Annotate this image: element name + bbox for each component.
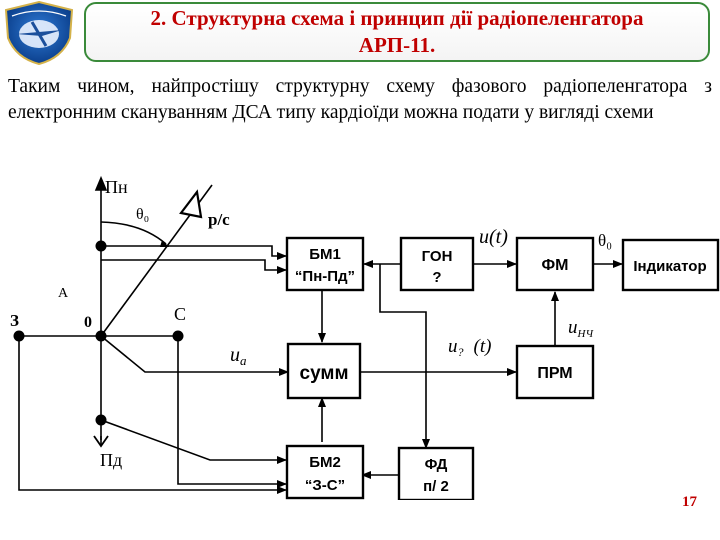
block-summ [286, 342, 362, 400]
bm1-label-2: “Пн-Пд” [295, 268, 355, 285]
page-title: 2. Структурна схема і принцип дії радіоп… [150, 6, 644, 57]
prm-label: ПРМ [537, 365, 572, 382]
block-indicator [621, 238, 720, 292]
block-prm [515, 344, 595, 400]
signal-uq: u?(t) [448, 336, 491, 359]
signal-ua: uа [230, 344, 247, 368]
label-rs: р/с [208, 210, 230, 229]
signal-unch: uНЧ [568, 317, 594, 340]
signal-ut: u(t) [479, 226, 508, 248]
label-south: Пд [100, 450, 122, 470]
bm2-label-1: БМ2 [309, 454, 341, 471]
fd-label-2: п/ 2 [423, 478, 449, 495]
radio-station-icon [179, 189, 203, 219]
connection-wires [18, 245, 623, 494]
label-theta0: θ₀ [136, 206, 149, 223]
bm1-label-1: БМ1 [309, 246, 341, 263]
intro-paragraph: Таким чином, найпростішу структурну схем… [8, 76, 712, 123]
block-diagram: Пн Пд З С 0 А θ₀ р/с [10, 175, 720, 500]
block-fd [397, 446, 475, 500]
label-west: З [10, 311, 19, 330]
bm2-label-2: “З-С” [305, 477, 345, 494]
title-box: 2. Структурна схема і принцип дії радіоп… [84, 2, 710, 62]
antenna-elements [13, 240, 184, 426]
label-center: 0 [84, 314, 92, 331]
label-north: Пн [105, 177, 128, 197]
blocks [285, 236, 720, 500]
fd-label-1: ФД [425, 456, 448, 473]
page-number: 17 [682, 494, 697, 510]
block-fm [515, 236, 595, 292]
signal-theta0-out: θ₀ [598, 231, 612, 250]
theta0-arc [100, 221, 167, 245]
university-logo [4, 0, 74, 66]
label-a: А [58, 286, 69, 301]
gon-label-2: ? [432, 269, 441, 286]
gon-label-1: ГОН [422, 248, 453, 265]
label-east: С [174, 304, 186, 324]
block-bm1 [285, 236, 365, 292]
block-gon [399, 236, 475, 292]
block-bm2 [285, 444, 365, 500]
indicator-label: Індикатор [633, 258, 706, 275]
north-arrow [94, 175, 108, 191]
fm-label: ФМ [542, 257, 569, 274]
summ-label: сумм [300, 363, 349, 384]
